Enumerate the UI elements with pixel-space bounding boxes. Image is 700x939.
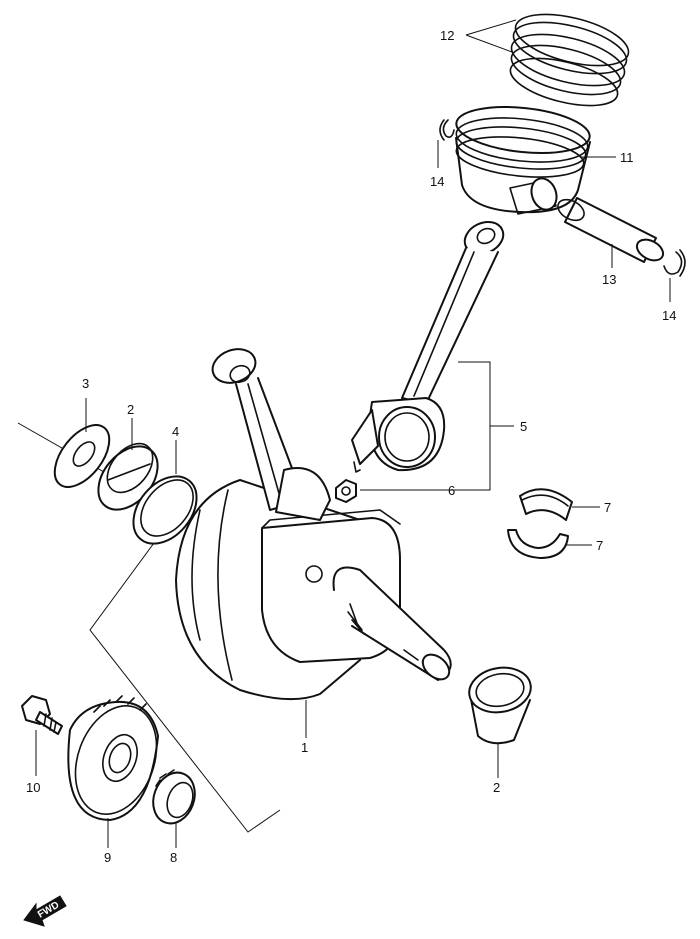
main-bearing-right[interactable] — [466, 663, 535, 745]
piston-pin[interactable] — [554, 195, 666, 264]
bearing-shim-ring[interactable] — [121, 464, 210, 556]
callout-14-left: 14 — [430, 174, 444, 189]
rod-nut[interactable] — [335, 479, 357, 503]
circlip-right[interactable] — [663, 249, 686, 277]
fwd-arrow-icon: FWD — [23, 895, 67, 927]
callout-13: 13 — [602, 272, 616, 287]
callout-7-upper: 7 — [604, 500, 611, 515]
crankshaft[interactable] — [175, 343, 454, 701]
callout-2-left: 2 — [127, 402, 134, 417]
callout-10: 10 — [26, 780, 40, 795]
thrust-washer[interactable] — [44, 415, 120, 496]
piston-rings[interactable] — [506, 5, 634, 115]
callout-8: 8 — [170, 850, 177, 865]
callouts: 12 11 14 13 14 5 6 7 7 3 2 4 1 2 10 9 8 — [26, 28, 676, 865]
crank-bearing-lower[interactable] — [507, 529, 569, 559]
crank-bearing-upper[interactable] — [519, 488, 573, 521]
callout-12: 12 — [440, 28, 454, 43]
starter-needle-bearing[interactable] — [146, 767, 201, 830]
callout-7-lower: 7 — [596, 538, 603, 553]
callout-14-right: 14 — [662, 308, 676, 323]
circlip-left[interactable] — [439, 119, 455, 141]
callout-9: 9 — [104, 850, 111, 865]
callout-5: 5 — [520, 419, 527, 434]
callout-4: 4 — [172, 424, 179, 439]
starter-bolt[interactable] — [21, 695, 63, 735]
callout-11: 11 — [620, 150, 634, 165]
piston[interactable] — [454, 101, 592, 215]
leader-lines — [35, 19, 671, 848]
fwd-badge-text: FWD — [36, 900, 61, 921]
callout-1: 1 — [301, 740, 308, 755]
starter-clutch-gear[interactable] — [61, 694, 171, 825]
callout-3: 3 — [82, 376, 89, 391]
callout-2-right: 2 — [493, 780, 500, 795]
connecting-rod[interactable] — [351, 216, 508, 473]
callout-6: 6 — [448, 483, 455, 498]
